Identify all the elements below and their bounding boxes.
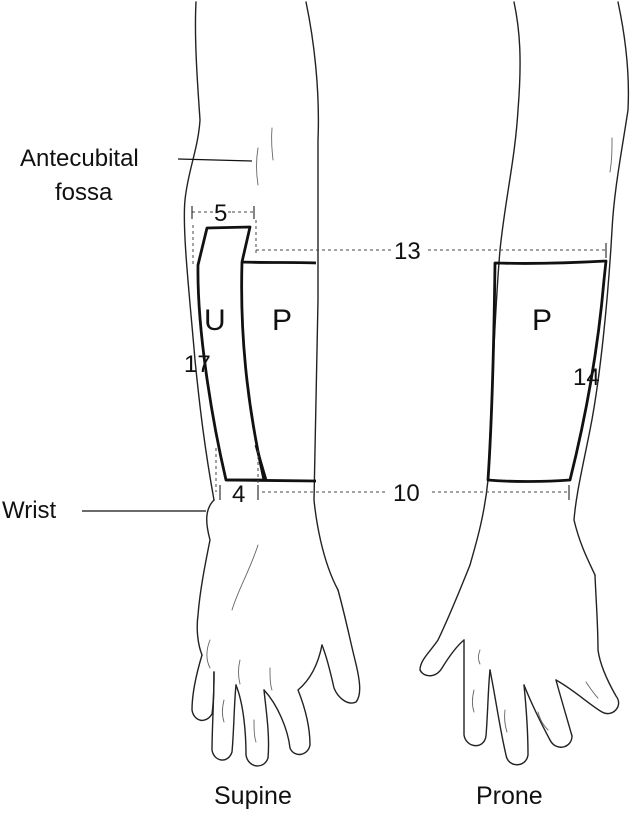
dimension-lines: [191, 206, 607, 500]
wrist-label: Wrist: [2, 497, 57, 524]
supine-caption: Supine: [214, 782, 292, 810]
supine-arm-outline: [183, 1, 361, 767]
radial-flap-prone: [486, 259, 608, 483]
measure-14: 14: [573, 364, 600, 391]
prone-arm-outline: [419, 1, 630, 766]
antecubital-leader: [177, 158, 253, 162]
measure-13: 13: [394, 238, 421, 265]
measure-5: 5: [214, 200, 227, 227]
measure-4: 4: [232, 481, 245, 508]
measure-10: 10: [393, 480, 420, 507]
antecubital-label: Antecubital: [20, 145, 139, 172]
fossa-label: fossa: [55, 179, 113, 206]
radial-flap-label-prone: P: [532, 304, 552, 337]
prone-caption: Prone: [476, 782, 543, 810]
radial-flap-label-supine: P: [272, 304, 292, 337]
measure-17: 17: [184, 351, 211, 378]
ulnar-flap-label: U: [204, 304, 226, 337]
radial-flap-supine: [225, 260, 317, 483]
